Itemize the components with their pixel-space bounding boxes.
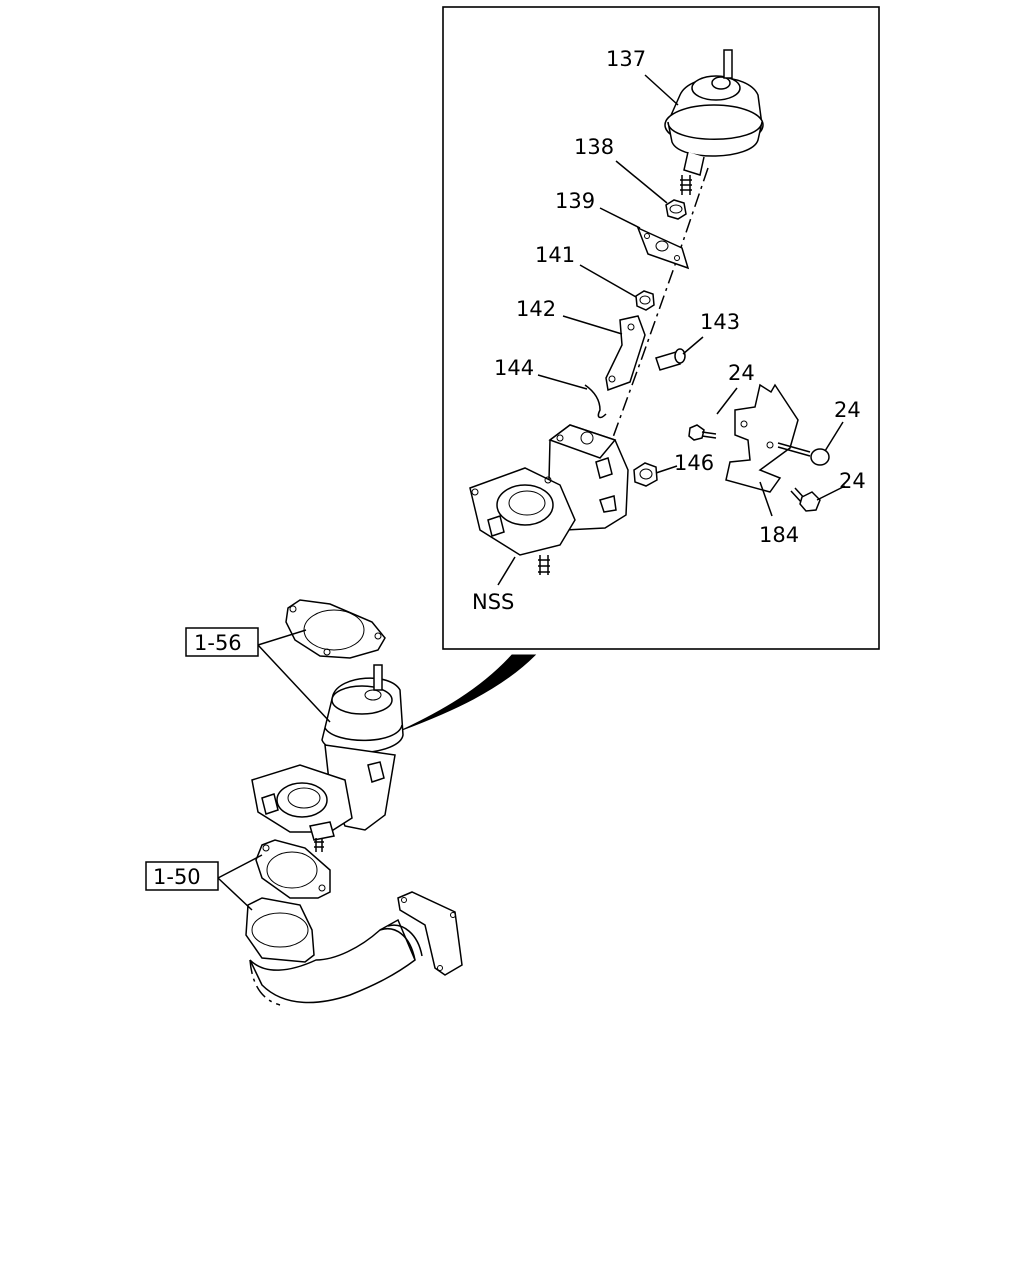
callout-141: 141 bbox=[535, 243, 575, 267]
part-184-bracket bbox=[725, 383, 799, 493]
reference-box-1-56 bbox=[185, 627, 259, 657]
part-141-nut bbox=[635, 290, 655, 311]
callout-138: 138 bbox=[574, 135, 614, 159]
part-nss-throttle-body bbox=[469, 424, 629, 575]
reference-box-1-50 bbox=[145, 861, 219, 891]
reference-1-50-leaders bbox=[217, 854, 263, 911]
part-143-pin bbox=[655, 348, 686, 371]
assembly-actuator bbox=[321, 664, 404, 754]
callout-24-right: 24 bbox=[834, 398, 861, 422]
part-139-bracket-plate bbox=[636, 226, 690, 270]
callout-139: 139 bbox=[555, 189, 595, 213]
callout-24-lower: 24 bbox=[839, 469, 866, 493]
part-142-lever-arm bbox=[605, 315, 646, 392]
part-144-clip bbox=[584, 384, 607, 419]
part-146-nut bbox=[633, 462, 658, 487]
reference-1-56-leaders bbox=[257, 629, 331, 723]
callout-142: 142 bbox=[516, 297, 556, 321]
part-137-actuator bbox=[664, 49, 764, 195]
assembly-axis-line bbox=[611, 167, 709, 441]
callout-146: 146 bbox=[674, 451, 714, 475]
callout-184: 184 bbox=[759, 523, 799, 547]
gasket-1-56 bbox=[285, 599, 386, 659]
part-24-bolt-left bbox=[688, 424, 717, 441]
inset-connector bbox=[401, 654, 537, 731]
exhaust-pipe bbox=[245, 891, 463, 1006]
callout-nss: NSS bbox=[472, 590, 514, 614]
detail-inset-frame bbox=[442, 6, 880, 650]
assembly-throttle-body bbox=[251, 744, 396, 852]
callout-137: 137 bbox=[606, 47, 646, 71]
callout-144: 144 bbox=[494, 356, 534, 380]
part-24-bolt-lower bbox=[790, 487, 821, 512]
part-138-nut bbox=[665, 199, 687, 220]
gasket-1-50-upper bbox=[255, 839, 331, 899]
reference-1-50: 1-50 bbox=[153, 865, 201, 889]
inset-leader-lines bbox=[497, 74, 846, 586]
part-24-bolt-right bbox=[777, 442, 830, 466]
callout-24-left: 24 bbox=[728, 361, 755, 385]
callout-143: 143 bbox=[700, 310, 740, 334]
reference-1-56: 1-56 bbox=[194, 631, 242, 655]
